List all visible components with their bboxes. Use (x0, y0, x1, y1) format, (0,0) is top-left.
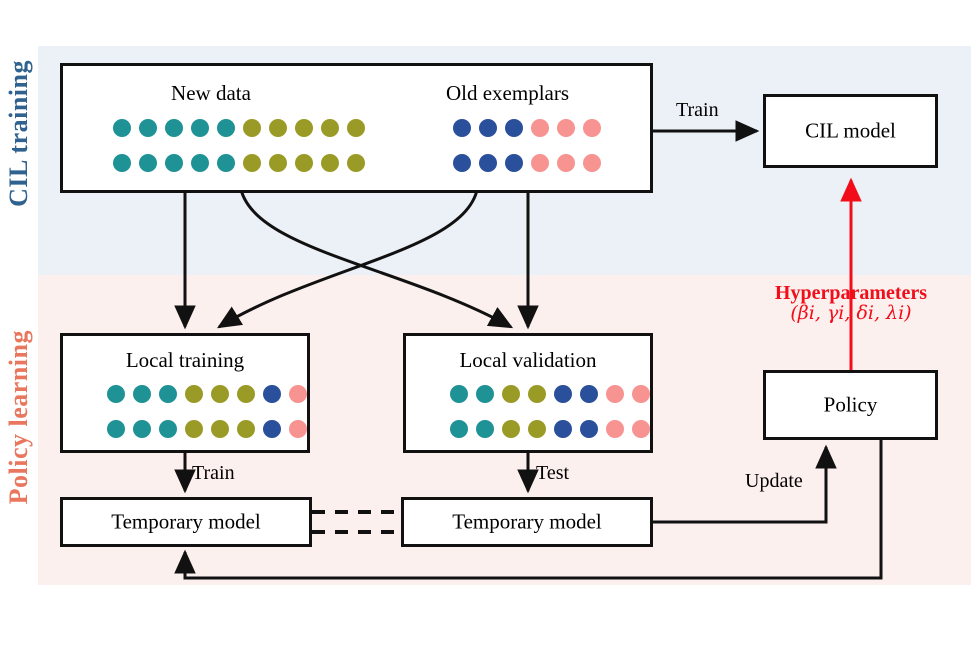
hyperparameters-symbols: (βi, γi, δi, λi) (790, 302, 912, 324)
box-title-temporary-model-right: Temporary model (452, 509, 602, 534)
dot-row-old-exemplars-1 (453, 119, 601, 137)
box-local-training[interactable]: Local training (60, 333, 310, 453)
edge-label-train-temp: Train (192, 462, 235, 484)
box-title-new-data: New data (171, 81, 251, 105)
edge-label-test-temp: Test (536, 462, 570, 484)
edge-label-update-policy: Update (745, 470, 803, 492)
edge-label-train-cil: Train (676, 99, 719, 121)
box-title-old-exemplars: Old exemplars (445, 81, 570, 105)
box-cil-model[interactable]: CIL model (763, 94, 938, 168)
section-label-policy-learning: Policy learning (4, 330, 33, 505)
box-title-cil-model: CIL model (805, 118, 896, 143)
box-local-validation[interactable]: Local validation (403, 333, 653, 453)
hyperparameters-title: Hyperparameters (774, 282, 928, 304)
dot-row-local-training-1 (107, 385, 307, 403)
dot-row-new-data-1 (113, 119, 365, 137)
hyperparameters-annotation: Hyperparameters (βi, γi, δi, λi) (690, 283, 971, 324)
box-title-local-training: Local training (125, 348, 245, 372)
dot-row-local-training-2 (107, 420, 307, 438)
box-temporary-model-right[interactable]: Temporary model (401, 497, 653, 547)
dot-row-local-validation-2 (450, 420, 650, 438)
box-title-local-validation: Local validation (459, 348, 597, 372)
box-data-pool[interactable]: New data Old exemplars (60, 63, 653, 193)
dot-row-new-data-2 (113, 154, 365, 172)
box-temporary-model-left[interactable]: Temporary model (60, 497, 312, 547)
dot-row-local-validation-1 (450, 385, 650, 403)
box-title-temporary-model-left: Temporary model (111, 509, 261, 534)
dot-row-old-exemplars-2 (453, 154, 601, 172)
section-label-cil-training: CIL training (4, 60, 33, 207)
box-title-policy: Policy (823, 392, 878, 417)
box-policy[interactable]: Policy (763, 370, 938, 440)
